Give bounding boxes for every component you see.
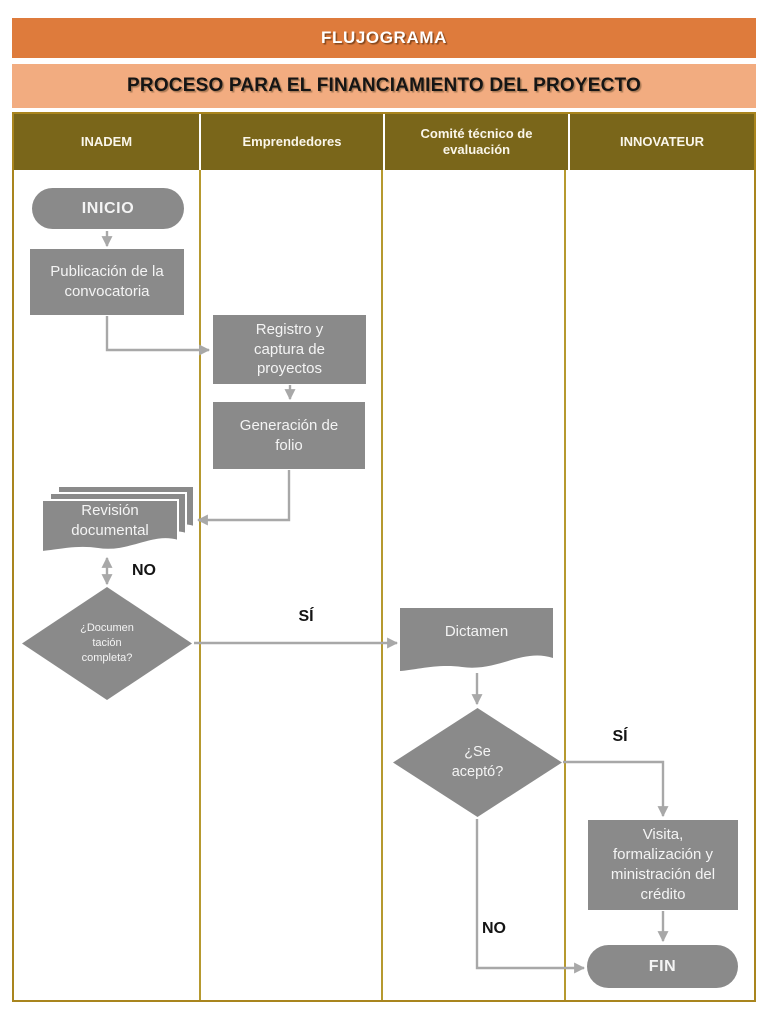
lane-header-comite-tecnico: Comité técnico de evaluación <box>385 114 568 170</box>
decision-documentacion-line1: ¿Documen <box>80 622 134 635</box>
node-fin: FIN <box>587 945 738 988</box>
edge-label-no-fin: NO <box>482 920 506 937</box>
edge-label-no-revision: NO <box>132 562 156 579</box>
decision-documentacion-line2: tación <box>92 637 122 650</box>
lane-header-inadem: INADEM <box>14 114 199 170</box>
edge-label-si-visita: SÍ <box>612 728 628 745</box>
edge-label-si-dictamen: SÍ <box>298 608 314 625</box>
lane-comite-tecnico <box>383 170 566 1000</box>
multidocument-shape <box>42 485 194 554</box>
lane-header-innovateur: INNOVATEUR <box>570 114 754 170</box>
node-registro-captura: Registro y captura de proyectos <box>213 315 366 384</box>
lane-inadem <box>14 170 201 1000</box>
decision-documentacion-line3: completa? <box>81 651 133 664</box>
node-inicio: INICIO <box>32 188 184 229</box>
node-generacion-folio: Generación de folio <box>213 402 365 469</box>
revision-documental-label: Revisión documental <box>71 502 149 539</box>
title-bar: FLUJOGRAMA <box>12 18 756 58</box>
subtitle-bar: PROCESO PARA EL FINANCIAMIENTO DEL PROYE… <box>12 64 756 108</box>
node-publicacion-convocatoria: Publicación de la convocatoria <box>30 249 184 315</box>
node-dictamen: Dictamen <box>400 608 553 676</box>
page-title: FLUJOGRAMA <box>321 28 447 47</box>
decision-acepto-label: ¿Se aceptó? <box>451 744 504 780</box>
page-subtitle: PROCESO PARA EL FINANCIAMIENTO DEL PROYE… <box>127 75 641 96</box>
lane-headers: INADEM Emprendedores Comité técnico de e… <box>14 114 754 170</box>
node-visita-formalizacion: Visita, formalización y ministración del… <box>588 820 738 910</box>
lane-emprendedores <box>201 170 383 1000</box>
node-revision-documental: Revisión documental <box>42 485 194 556</box>
document-shape <box>400 608 553 671</box>
lane-header-emprendedores: Emprendedores <box>201 114 383 170</box>
dictamen-label: Dictamen <box>444 623 509 640</box>
